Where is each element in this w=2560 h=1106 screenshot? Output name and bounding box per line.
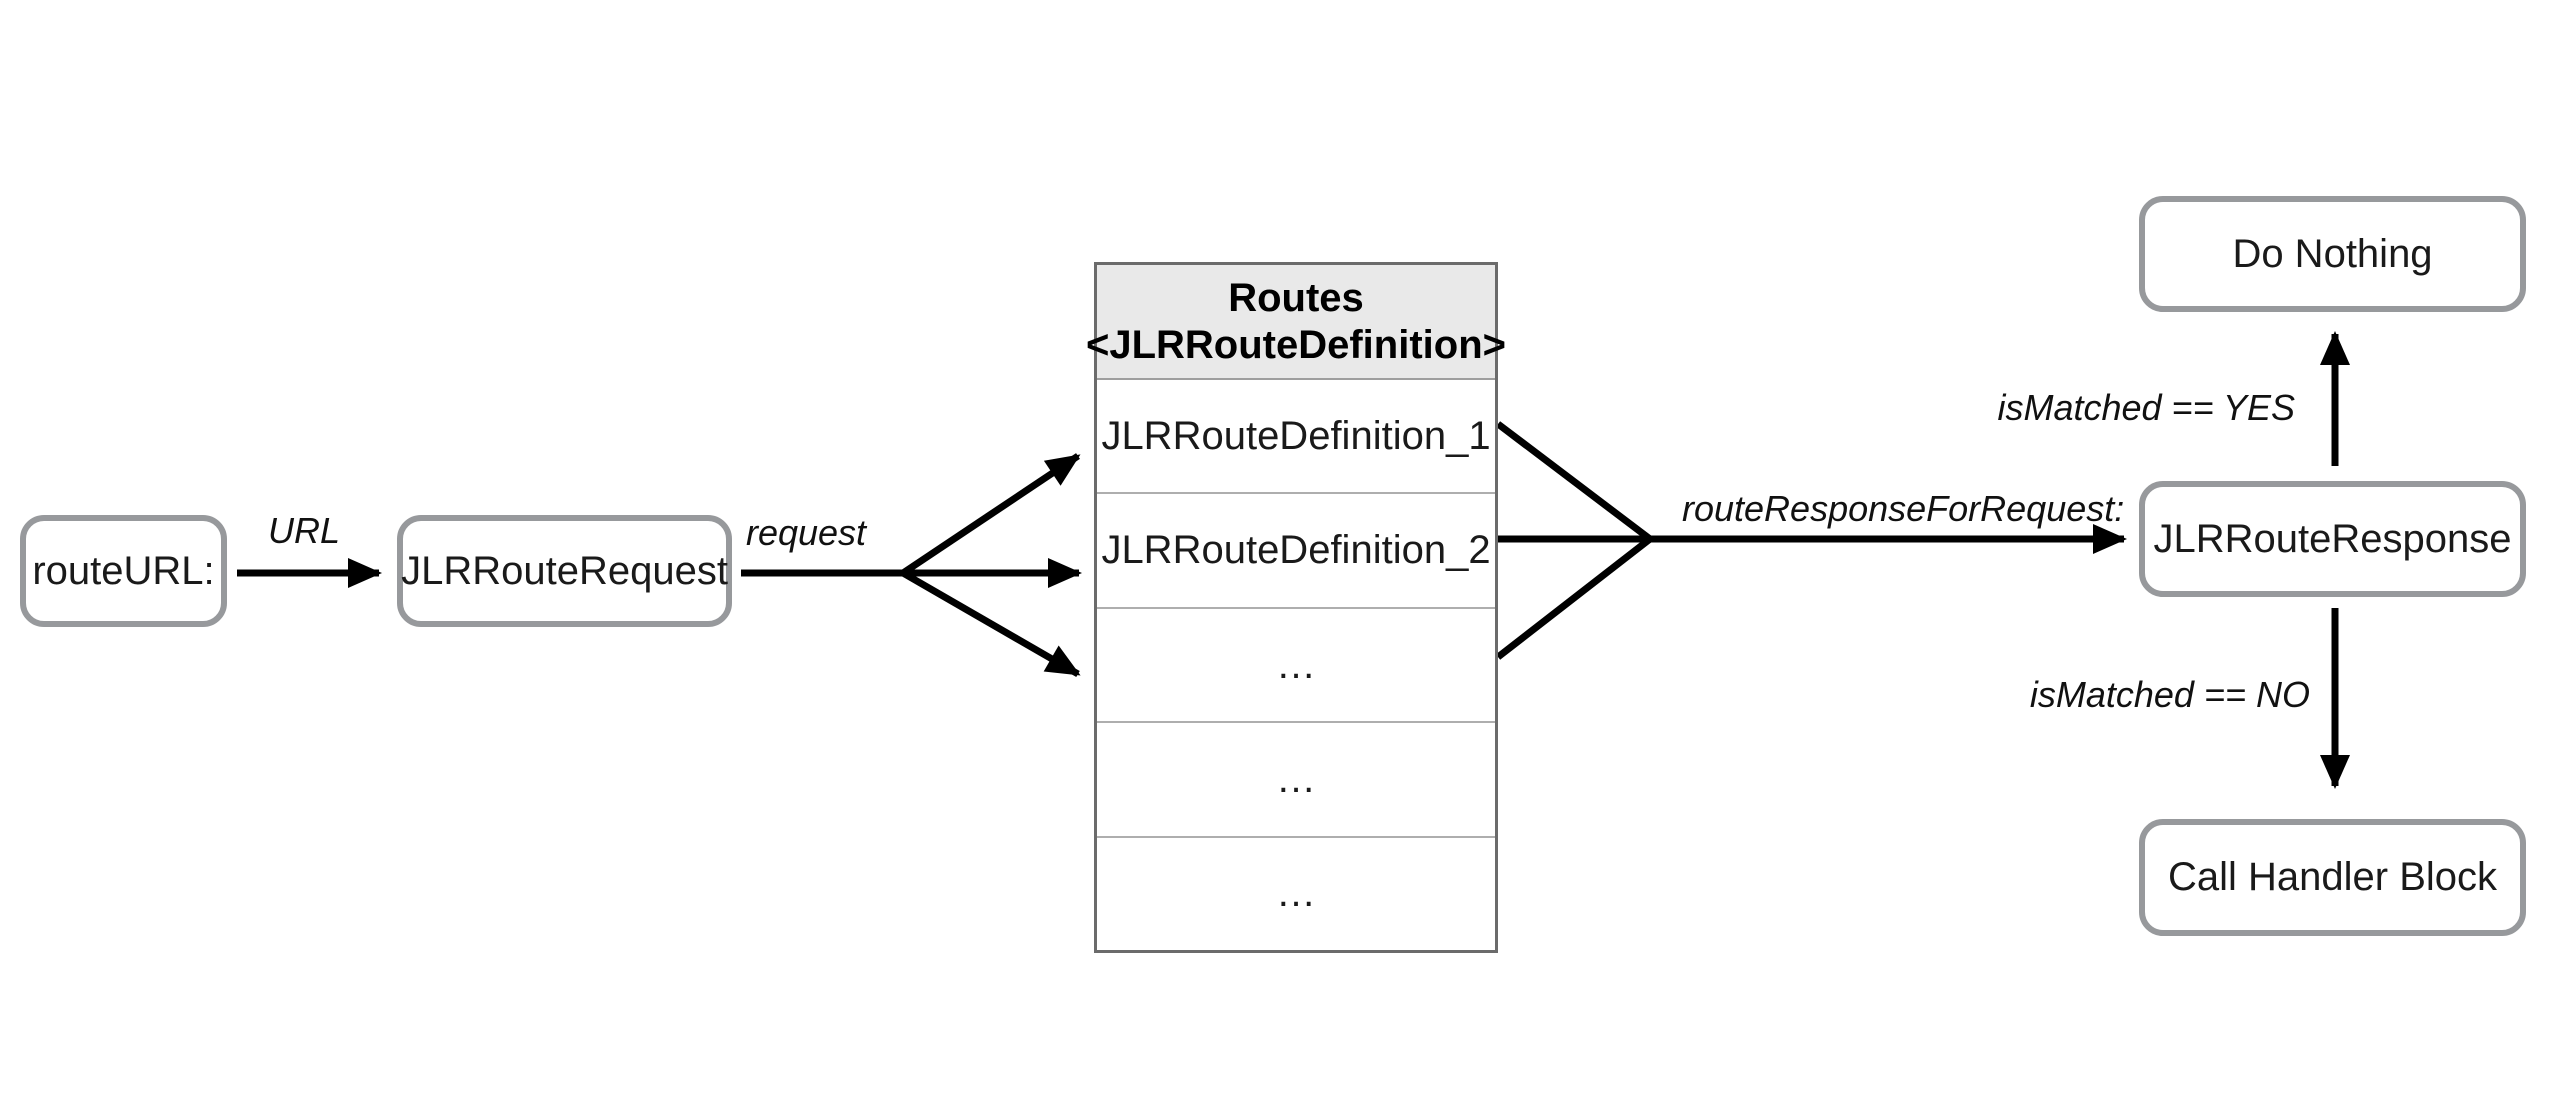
table-row: JLRRouteDefinition_2 bbox=[1097, 492, 1495, 606]
fanin-lower-line bbox=[1495, 536, 1653, 660]
table-row: … bbox=[1097, 606, 1495, 721]
table-row: JLRRouteDefinition_1 bbox=[1101, 413, 1491, 458]
edge-label-request: request bbox=[745, 512, 867, 553]
fanin-upper-line bbox=[1495, 421, 1653, 542]
table-row: … bbox=[1097, 721, 1495, 835]
table-row: … bbox=[1097, 835, 1495, 950]
routes-table-title-line2: <JLRRouteDefinition> bbox=[1085, 322, 1507, 367]
node-jlr-route-response: JLRRouteResponse bbox=[2139, 481, 2526, 597]
arrow-request-upper bbox=[901, 453, 1081, 576]
node-do-nothing-label: Do Nothing bbox=[2232, 231, 2433, 276]
edge-label-url: URL bbox=[267, 510, 341, 551]
node-call-handler-block-label: Call Handler Block bbox=[2167, 855, 2498, 899]
node-call-handler-block: Call Handler Block bbox=[2139, 819, 2526, 936]
edge-label-is-matched-yes: isMatched == YES bbox=[1997, 387, 2295, 428]
edge-label-is-matched-no: isMatched == NO bbox=[2029, 674, 2310, 715]
node-route-url: routeURL: bbox=[20, 515, 227, 627]
node-route-url-label: routeURL: bbox=[32, 548, 215, 593]
routes-table: Routes <JLRRouteDefinition> JLRRouteDefi… bbox=[1086, 262, 1506, 953]
edge-label-route-response-for-request: routeResponseForRequest: bbox=[1682, 488, 2125, 529]
arrow-request-lower bbox=[901, 569, 1081, 678]
routes-table-title-line1: Routes bbox=[1228, 275, 1364, 320]
node-jlr-route-request-label: JLRRouteRequest bbox=[401, 548, 728, 593]
node-jlr-route-response-label: JLRRouteResponse bbox=[2153, 516, 2512, 561]
routes-table-header: Routes <JLRRouteDefinition> bbox=[1086, 265, 1506, 380]
node-jlr-route-request: JLRRouteRequest bbox=[397, 515, 732, 627]
node-do-nothing: Do Nothing bbox=[2139, 196, 2526, 312]
